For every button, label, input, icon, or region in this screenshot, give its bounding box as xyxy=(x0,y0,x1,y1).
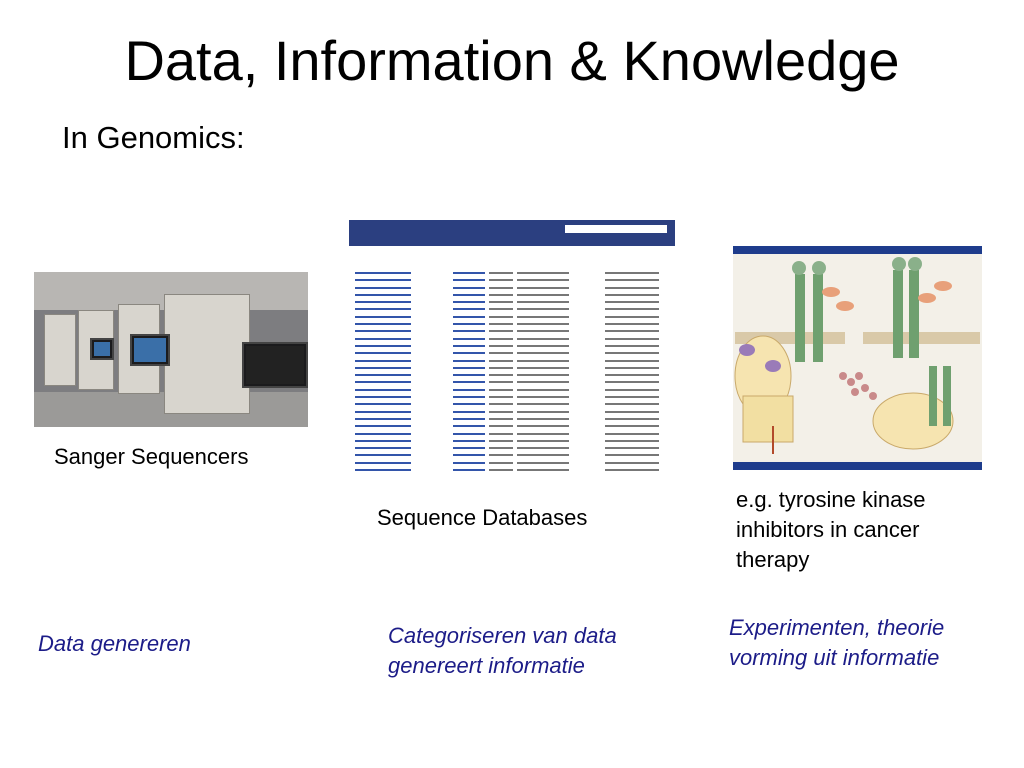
db-table-row xyxy=(355,350,671,356)
database-screenshot xyxy=(349,220,675,478)
db-table-row xyxy=(355,328,671,334)
caption-tyrosine-kinase: e.g. tyrosine kinase inhibitors in cance… xyxy=(736,487,926,572)
db-table-row xyxy=(355,416,671,422)
db-table-row xyxy=(355,387,671,393)
db-table-row xyxy=(355,306,671,312)
db-table-row xyxy=(355,343,671,349)
db-table-row xyxy=(355,423,671,429)
db-table-row xyxy=(355,401,671,407)
caption-sanger-sequencers: Sanger Sequencers xyxy=(54,444,249,469)
note-experimenten: Experimenten, theorie vorming uit inform… xyxy=(729,615,945,670)
db-table-row xyxy=(355,365,671,371)
db-table-row xyxy=(355,270,671,276)
db-table-row xyxy=(355,321,671,327)
db-table-row xyxy=(355,431,671,437)
caption-sequence-databases: Sequence Databases xyxy=(377,505,588,530)
db-table-row xyxy=(355,460,671,466)
db-table-row xyxy=(355,467,671,473)
sequencer-machine xyxy=(164,294,250,414)
pathway-diagram xyxy=(733,246,982,470)
note-data-genereren: Data genereren xyxy=(38,631,191,656)
db-search-box xyxy=(565,225,667,233)
sequencer-machine xyxy=(44,314,76,386)
db-table-row xyxy=(355,314,671,320)
db-table-row xyxy=(355,285,671,291)
db-table-row xyxy=(355,379,671,385)
db-table-row xyxy=(355,299,671,305)
db-table-row xyxy=(355,336,671,342)
db-table-row xyxy=(355,292,671,298)
db-table-row xyxy=(355,452,671,458)
slide-title: Data, Information & Knowledge xyxy=(124,29,900,92)
slide-subtitle: In Genomics: xyxy=(62,120,245,155)
sequencer-photo xyxy=(34,272,308,427)
pathway-figure xyxy=(733,246,982,470)
monitor xyxy=(130,334,170,366)
note-categoriseren: Categoriseren van data genereert informa… xyxy=(388,623,617,678)
monitor xyxy=(242,342,308,388)
db-table xyxy=(355,270,671,474)
db-header-bar xyxy=(349,220,675,246)
db-table-row xyxy=(355,394,671,400)
db-table-row xyxy=(355,358,671,364)
db-table-row xyxy=(355,277,671,283)
db-table-row xyxy=(355,438,671,444)
db-table-row xyxy=(355,372,671,378)
db-table-row xyxy=(355,409,671,415)
db-table-row xyxy=(355,445,671,451)
monitor xyxy=(90,338,114,360)
